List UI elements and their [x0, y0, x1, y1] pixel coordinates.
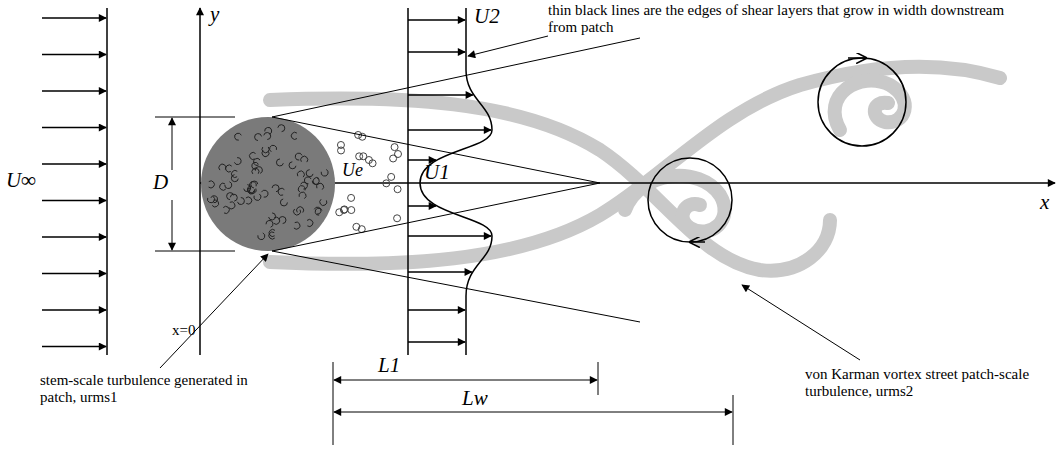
velocity-label: U2 [474, 4, 500, 28]
velocity-label: U1 [424, 160, 450, 184]
dimension-label: D [153, 170, 168, 194]
shear-layer-edges [272, 38, 640, 322]
dimension-label: L1 [378, 353, 400, 377]
axis-label: x [1040, 190, 1049, 214]
turbulence-note: stem-scale turbulence generated in patch… [40, 372, 270, 407]
vortex-street-band [270, 67, 1000, 271]
axis-label: y [210, 2, 219, 26]
shear-layer-note: thin black lines are the edges of shear … [548, 2, 1018, 37]
velocity-label: U∞ [6, 168, 36, 192]
turbulence-note: von Karman vortex street patch-scale tur… [805, 366, 1040, 401]
dimension-label: Lw [462, 386, 488, 410]
vegetation-patch [201, 117, 335, 251]
position-label: x=0 [172, 322, 195, 339]
velocity-label: Ue [342, 160, 363, 181]
